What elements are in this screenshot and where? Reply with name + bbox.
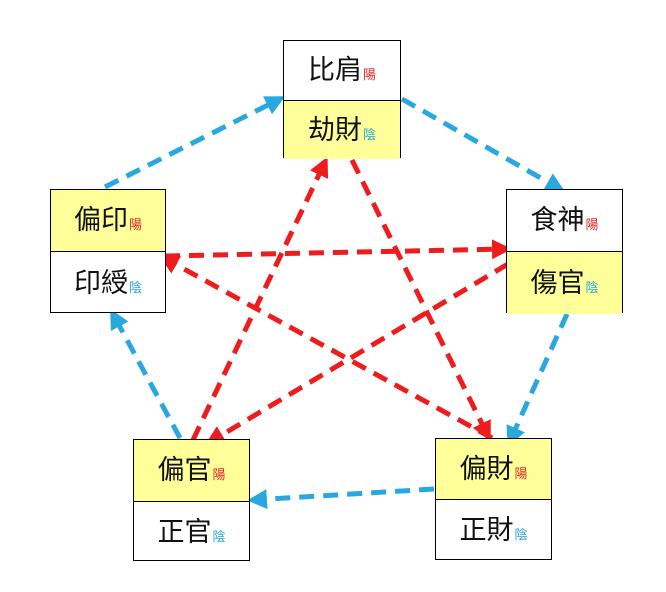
- cell-seizai: 正財陰: [436, 499, 551, 561]
- arrow-henzai-to-henkan: [247, 486, 435, 510]
- cell-henkan: 偏官陽: [134, 440, 249, 501]
- polarity-yang-shokushin: 陽: [585, 218, 599, 233]
- arrow-henkan-to-hiken: [190, 156, 329, 442]
- box-henkan-seikan: 偏官陽 正官陰: [133, 439, 250, 561]
- cell-shokushin: 食神陽: [507, 190, 622, 251]
- arrow-shokushin-to-henkan: [204, 261, 510, 446]
- label-henkan: 偏官: [157, 455, 212, 486]
- cell-seikan: 正官陰: [134, 501, 249, 562]
- polarity-yin-shoukan: 陰: [585, 280, 599, 296]
- polarity-yin-seizai: 陰: [514, 528, 528, 543]
- arrow-henzai-to-henin: [158, 255, 494, 441]
- label-henin: 偏印: [73, 205, 128, 236]
- box-shokushin-shoukan: 食神陽 傷官陰: [506, 189, 623, 314]
- box-hiken-kouzai: 比肩陽 劫財陰: [283, 40, 401, 159]
- polarity-yang-henin: 陽: [128, 218, 142, 233]
- polarity-yin-injuu: 陰: [128, 280, 142, 296]
- cell-henin: 偏印陽: [51, 190, 165, 251]
- label-shokushin: 食神: [530, 205, 585, 236]
- polarity-yin-kouzai: 陰: [362, 127, 376, 143]
- cell-hiken: 比肩陽: [284, 41, 400, 100]
- arrow-henkan-to-henin: [110, 308, 183, 440]
- label-kouzai: 劫財: [307, 114, 362, 146]
- label-seizai: 正財: [459, 515, 514, 546]
- cell-henzai: 偏財陽: [436, 439, 551, 499]
- arrow-henin-to-shokushin: [164, 239, 512, 260]
- polarity-yang-hiken: 陽: [362, 68, 376, 83]
- polarity-yang-henzai: 陽: [514, 466, 528, 482]
- polarity-yang-henkan: 陽: [212, 468, 226, 483]
- arrow-hiken-to-shokushin: [400, 96, 566, 192]
- polarity-yin-seikan: 陰: [212, 529, 226, 545]
- label-hiken: 比肩: [307, 55, 362, 86]
- label-shoukan: 傷官: [530, 267, 585, 299]
- arrow-hiken-to-henzai: [349, 158, 491, 442]
- box-henin-injuu: 偏印陽 印綬陰: [50, 189, 166, 313]
- arrow-shokushin-to-henzai: [506, 312, 570, 447]
- label-seikan: 正官: [157, 516, 212, 548]
- label-henzai: 偏財: [459, 453, 514, 485]
- cell-injuu: 印綬陰: [51, 251, 165, 314]
- cell-shoukan: 傷官陰: [507, 251, 622, 314]
- cell-kouzai: 劫財陰: [284, 100, 400, 159]
- box-henzai-seizai: 偏財陽 正財陰: [435, 438, 552, 560]
- label-injuu: 印綬: [73, 267, 128, 299]
- arrow-henin-to-hiken: [103, 96, 286, 190]
